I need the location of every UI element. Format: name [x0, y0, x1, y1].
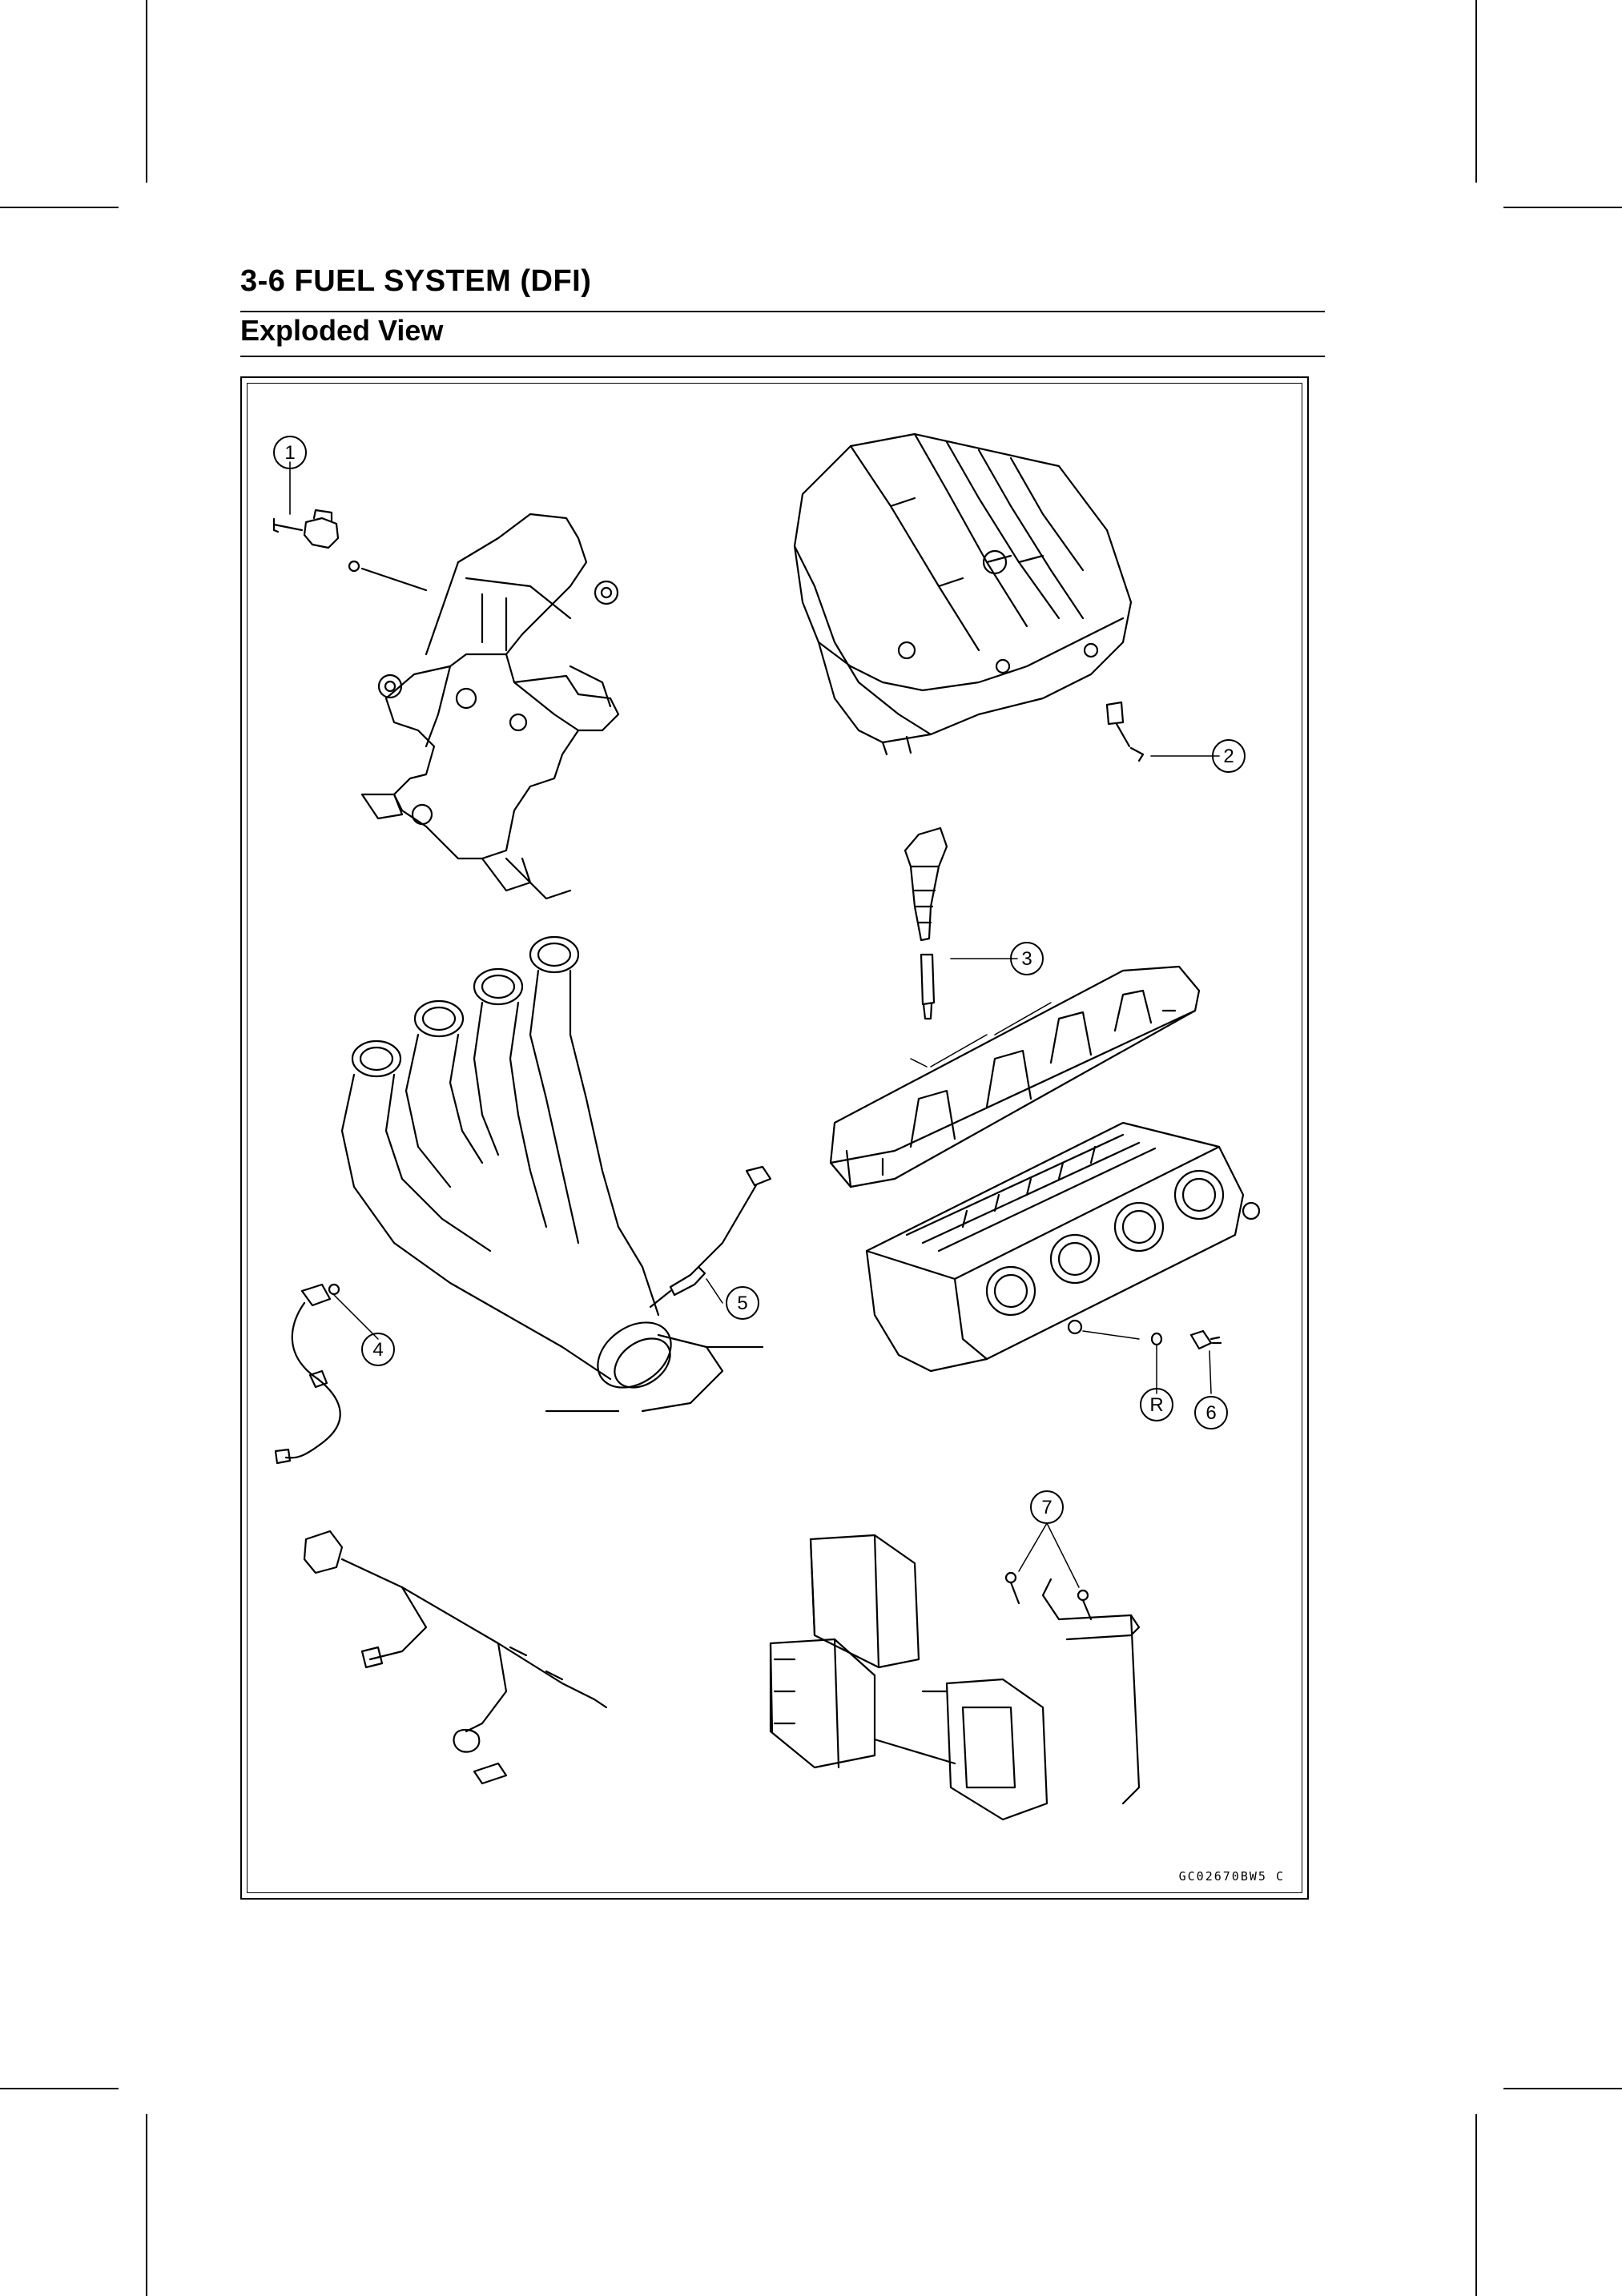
- callout-4-circle: [361, 1333, 395, 1366]
- callout-1-label: 1: [284, 442, 295, 464]
- figure-code: GC02670BW5 C: [1178, 1869, 1285, 1884]
- callout-7-label: 7: [1041, 1497, 1052, 1518]
- callout-1-circle: [273, 436, 307, 469]
- air-cleaner-sensor-drawing: [1105, 701, 1145, 762]
- ecu-assembly-drawing: [769, 1534, 1141, 1821]
- temperature-sensor-drawing: [1189, 1329, 1222, 1350]
- callout-4-label: 4: [372, 1339, 383, 1361]
- callout-3-circle: [1010, 942, 1044, 975]
- exhaust-header-drawing: [340, 935, 764, 1413]
- o-ring-drawing: [1150, 1332, 1163, 1346]
- callout-2-label: 2: [1223, 746, 1234, 767]
- exploded-view-figure: 1 2 3 4 5 R 6 7 GC02670BW5 C: [240, 376, 1309, 1900]
- callout-2-circle: [1212, 739, 1246, 773]
- crop-mark: [1475, 2114, 1477, 2296]
- callout-6-circle: [1194, 1396, 1228, 1429]
- crop-mark: [146, 0, 147, 183]
- page-title: 3-6 FUEL SYSTEM (DFI): [240, 264, 592, 298]
- cylinder-head-drawing: [865, 1121, 1261, 1373]
- crop-mark: [1475, 0, 1477, 183]
- cylinder-head-cover-drawing: [829, 965, 1201, 1188]
- title-rule: [240, 311, 1325, 312]
- exploded-view-drawing: 1 2 3 4 5 R 6 7: [272, 432, 1261, 1821]
- callout-7-circle: [1030, 1490, 1064, 1524]
- oxygen-sensor-drawing: [649, 1165, 772, 1309]
- crop-mark: [0, 2088, 119, 2089]
- callout-3-label: 3: [1021, 948, 1032, 970]
- ignition-coil-drawing: [904, 826, 948, 1020]
- wiring-harness-drawing: [303, 1530, 608, 1785]
- callout-5-circle: [726, 1286, 759, 1320]
- callout-r-label: R: [1149, 1394, 1163, 1416]
- crop-mark: [1503, 207, 1622, 208]
- crop-mark: [0, 207, 119, 208]
- callout-r-circle: [1140, 1388, 1173, 1421]
- section-title: Exploded View: [240, 314, 444, 347]
- crop-mark: [146, 2114, 147, 2296]
- cam-sensor-drawing: [272, 509, 428, 592]
- air-cleaner-drawing: [793, 432, 1133, 756]
- frame-bracket-drawing: [360, 513, 620, 900]
- callout-5-label: 5: [737, 1293, 747, 1314]
- sensor-harness-drawing: [274, 1283, 341, 1465]
- callout-6-label: 6: [1205, 1402, 1216, 1424]
- crop-mark: [1503, 2088, 1622, 2089]
- section-rule: [240, 356, 1325, 357]
